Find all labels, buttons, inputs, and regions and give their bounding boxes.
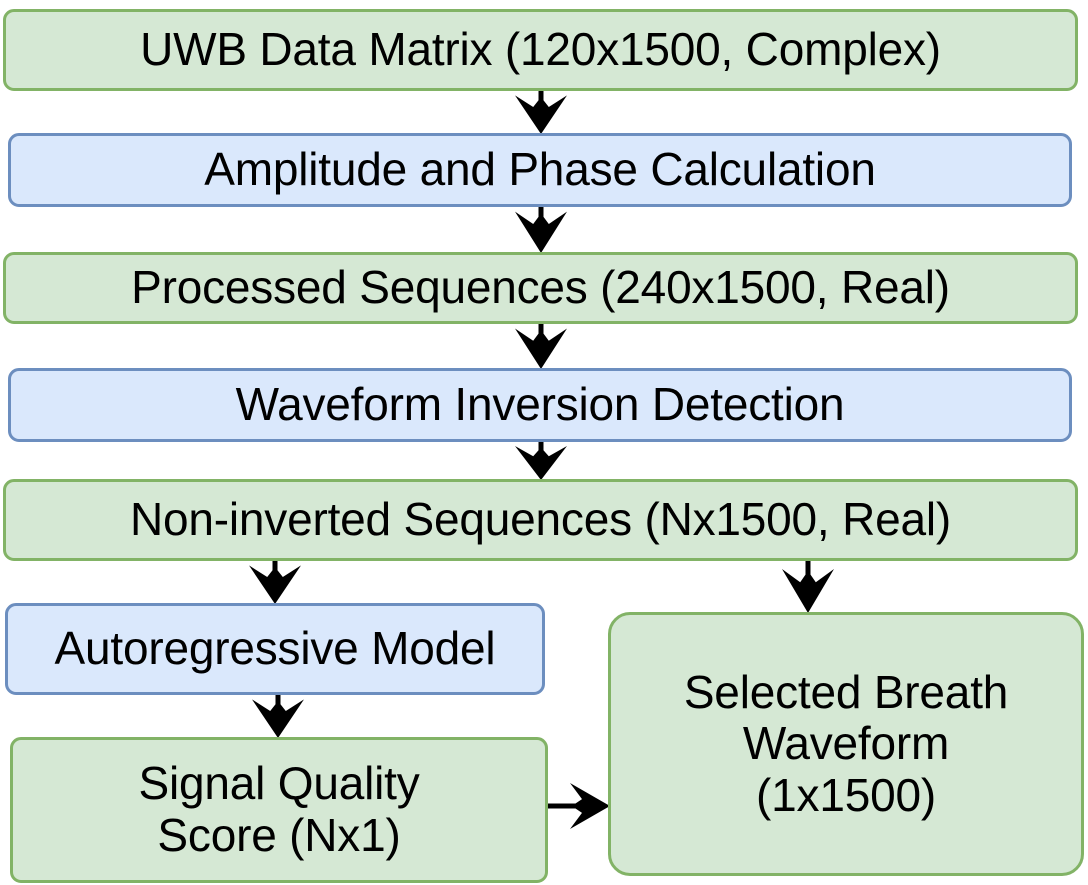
node-amplitude-phase-calculation: Amplitude and Phase Calculation [8,133,1072,207]
node-signal-quality-score: Signal Quality Score (Nx1) [10,737,548,883]
node-autoregressive-model: Autoregressive Model [5,603,545,695]
node-processed-sequences: Processed Sequences (240x1500, Real) [3,252,1078,324]
node-uwb-data-matrix: UWB Data Matrix (120x1500, Complex) [3,9,1078,91]
node-waveform-inversion-detection: Waveform Inversion Detection [8,368,1072,442]
arrow-edge-matrix-to-amplitude [515,90,567,134]
node-label-signal-quality-score: Signal Quality Score (Nx1) [138,757,420,861]
arrow-edge-inversion-to-noninverted [515,441,567,480]
node-label-autoregressive-model: Autoregressive Model [54,622,496,675]
arrow-edge-autoregressive-to-score [252,694,304,738]
arrow-edge-noninverted-to-selected [782,560,834,613]
node-label-non-inverted-sequences: Non-inverted Sequences (Nx1500, Real) [129,493,952,546]
arrow-edge-noninverted-to-autoregressive [249,560,301,604]
arrow-edge-amplitude-to-processed [515,206,567,253]
arrow-edge-processed-to-inversion [515,323,567,369]
arrow-edge-score-to-selected [548,783,610,829]
node-label-selected-breath-waveform: Selected Breath Waveform (1x1500) [683,665,1009,821]
node-label-processed-sequences: Processed Sequences (240x1500, Real) [131,261,950,314]
node-label-waveform-inversion-detection: Waveform Inversion Detection [235,378,845,431]
node-label-amplitude-phase-calculation: Amplitude and Phase Calculation [204,143,876,196]
node-label-uwb-data-matrix: UWB Data Matrix (120x1500, Complex) [140,23,941,76]
node-selected-breath-waveform: Selected Breath Waveform (1x1500) [608,612,1084,876]
node-non-inverted-sequences: Non-inverted Sequences (Nx1500, Real) [3,479,1078,561]
